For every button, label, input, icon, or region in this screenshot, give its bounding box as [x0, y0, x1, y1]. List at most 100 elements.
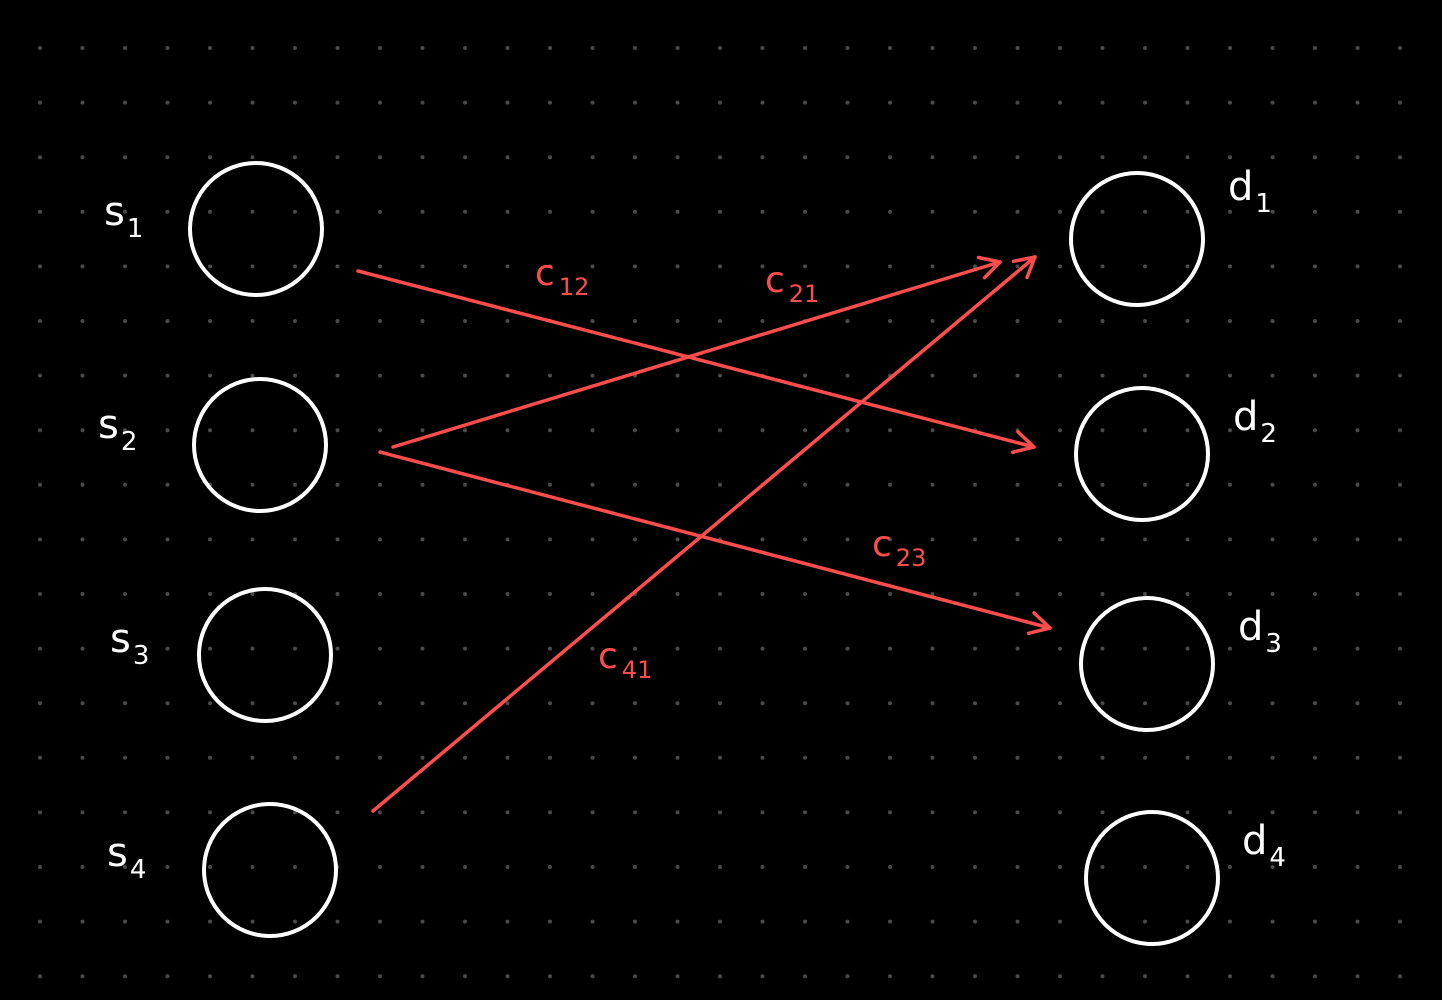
grid-dot — [123, 646, 127, 651]
grid-dot — [165, 100, 170, 105]
grid-dot — [1100, 537, 1105, 542]
grid-dot — [505, 919, 510, 924]
grid-dot — [463, 865, 467, 869]
grid-dot — [1058, 755, 1062, 760]
grid-dot — [1355, 264, 1360, 269]
grid-dot — [1015, 155, 1020, 160]
grid-dot — [293, 865, 297, 869]
grid-dot — [80, 264, 85, 269]
grid-dot — [335, 974, 340, 979]
grid-dot — [38, 646, 42, 651]
grid-dot — [930, 100, 935, 105]
grid-dot — [505, 264, 510, 269]
grid-dot — [1015, 974, 1020, 979]
grid-dot — [1313, 373, 1317, 378]
grid-dot — [378, 209, 382, 214]
grid-dot — [208, 974, 212, 979]
edge-line — [371, 255, 1037, 813]
grid-dot — [590, 155, 595, 160]
grid-dot — [973, 592, 977, 596]
grid-dot — [38, 755, 42, 760]
grid-dot — [1058, 264, 1062, 269]
grid-dot — [420, 810, 425, 815]
grid-dot — [675, 264, 680, 269]
grid-dot — [80, 155, 85, 160]
source-label-s1: s1 — [104, 189, 143, 244]
grid-dot — [250, 810, 255, 815]
grid-dot — [1015, 482, 1020, 487]
grid-dot — [208, 155, 212, 160]
grid-dot — [1398, 646, 1402, 651]
grid-dot — [1313, 100, 1317, 105]
grid-dot — [1228, 592, 1232, 596]
grid-dot — [165, 537, 170, 542]
grid-dot — [633, 319, 637, 323]
grid-dot — [1270, 865, 1275, 869]
grid-dot — [803, 482, 807, 487]
grid-dot — [888, 974, 892, 979]
grid-dot — [463, 100, 467, 105]
grid-dot — [123, 373, 127, 378]
grid-dot — [123, 319, 127, 323]
grid-dot — [1398, 701, 1402, 706]
grid-dot — [293, 264, 297, 269]
grid-dot — [80, 46, 85, 50]
grid-dot — [165, 974, 170, 979]
grid-dot — [675, 100, 680, 105]
grid-dot — [845, 100, 850, 105]
grid-dot — [930, 592, 935, 596]
grid-dot — [590, 810, 595, 815]
grid-dot — [293, 209, 297, 214]
grid-dot — [760, 592, 765, 596]
grid-dot — [760, 755, 765, 760]
grid-dot — [505, 646, 510, 651]
grid-dot — [420, 701, 425, 706]
grid-dot — [378, 482, 382, 487]
grid-dot — [293, 755, 297, 760]
grid-dot — [675, 373, 680, 378]
grid-dot — [420, 264, 425, 269]
grid-dot — [590, 646, 595, 651]
grid-dot — [293, 646, 297, 651]
grid-dot — [208, 537, 212, 542]
grid-dot — [1228, 155, 1232, 160]
grid-dot — [250, 100, 255, 105]
grid-dot — [888, 701, 892, 706]
grid-dot — [633, 155, 637, 160]
grid-dot — [1313, 974, 1317, 979]
grid-dot — [1270, 537, 1275, 542]
node-label-sub: 1 — [1255, 189, 1272, 219]
grid-dot — [1058, 373, 1062, 378]
grid-dot — [1143, 319, 1147, 323]
grid-dot — [208, 373, 212, 378]
grid-dot — [633, 810, 637, 815]
grid-dot — [1355, 919, 1360, 924]
grid-dot — [123, 755, 127, 760]
grid-dot — [930, 701, 935, 706]
grid-dot — [845, 46, 850, 50]
grid-dot — [718, 810, 722, 815]
grid-dot — [378, 373, 382, 378]
grid-dot — [675, 646, 680, 651]
grid-dot — [803, 209, 807, 214]
grid-dot — [1015, 100, 1020, 105]
grid-dot — [1100, 482, 1105, 487]
grid-dot — [633, 646, 637, 651]
grid-dot — [760, 646, 765, 651]
grid-dot — [420, 537, 425, 542]
grid-dot — [973, 482, 977, 487]
grid-dot — [38, 974, 42, 979]
grid-dot — [548, 100, 552, 105]
grid-dot — [803, 701, 807, 706]
grid-dot — [888, 319, 892, 323]
grid-dot — [1398, 373, 1402, 378]
grid-dot — [1355, 592, 1360, 596]
grid-dot — [675, 701, 680, 706]
grid-dot — [760, 810, 765, 815]
grid-dot — [1100, 755, 1105, 760]
grid-dot — [548, 46, 552, 50]
grid-dot — [208, 319, 212, 323]
grid-dot — [1355, 974, 1360, 979]
grid-dot — [803, 373, 807, 378]
dot-grid — [38, 46, 1402, 979]
